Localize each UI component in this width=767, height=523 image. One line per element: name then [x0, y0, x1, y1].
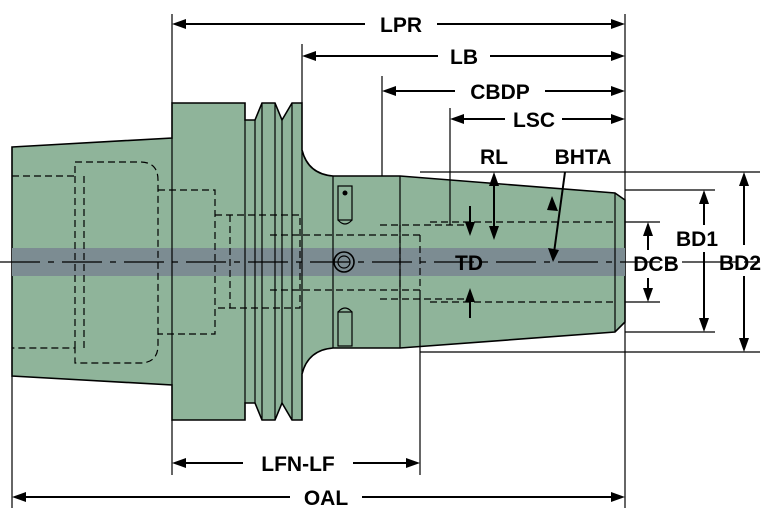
set-screw-top [337, 185, 353, 225]
label-lfn-lf: LFN-LF [261, 453, 335, 476]
label-bd2: BD2 [719, 252, 761, 275]
label-oal: OAL [304, 487, 349, 510]
dimension-rl: RL [480, 146, 508, 240]
dimension-dcb: DCB [633, 222, 679, 302]
dimension-lpr: LPR [172, 14, 625, 37]
label-lb: LB [450, 46, 478, 69]
label-bhta: BHTA [555, 146, 612, 169]
label-lpr: LPR [380, 14, 422, 37]
label-lsc: LSC [513, 109, 555, 132]
label-td: TD [455, 252, 483, 275]
dimension-bd1: BD1 [676, 190, 718, 332]
label-cbdp: CBDP [470, 81, 530, 104]
extension-lines [11, 14, 760, 508]
dimension-bd2: BD2 [719, 172, 761, 352]
dimension-td: TD [455, 206, 483, 318]
dimension-bhta: BHTA [547, 146, 611, 262]
dimension-lb: LB [302, 46, 625, 69]
set-screw-bottom [337, 307, 353, 347]
label-dcb: DCB [633, 253, 679, 276]
dimension-cbdp: CBDP [382, 81, 625, 104]
dimension-lsc: LSC [450, 109, 625, 132]
dimension-oal: OAL [12, 487, 625, 510]
dimension-lfn-lf: LFN-LF [172, 453, 420, 476]
label-rl: RL [480, 146, 508, 169]
label-bd1: BD1 [676, 228, 718, 251]
